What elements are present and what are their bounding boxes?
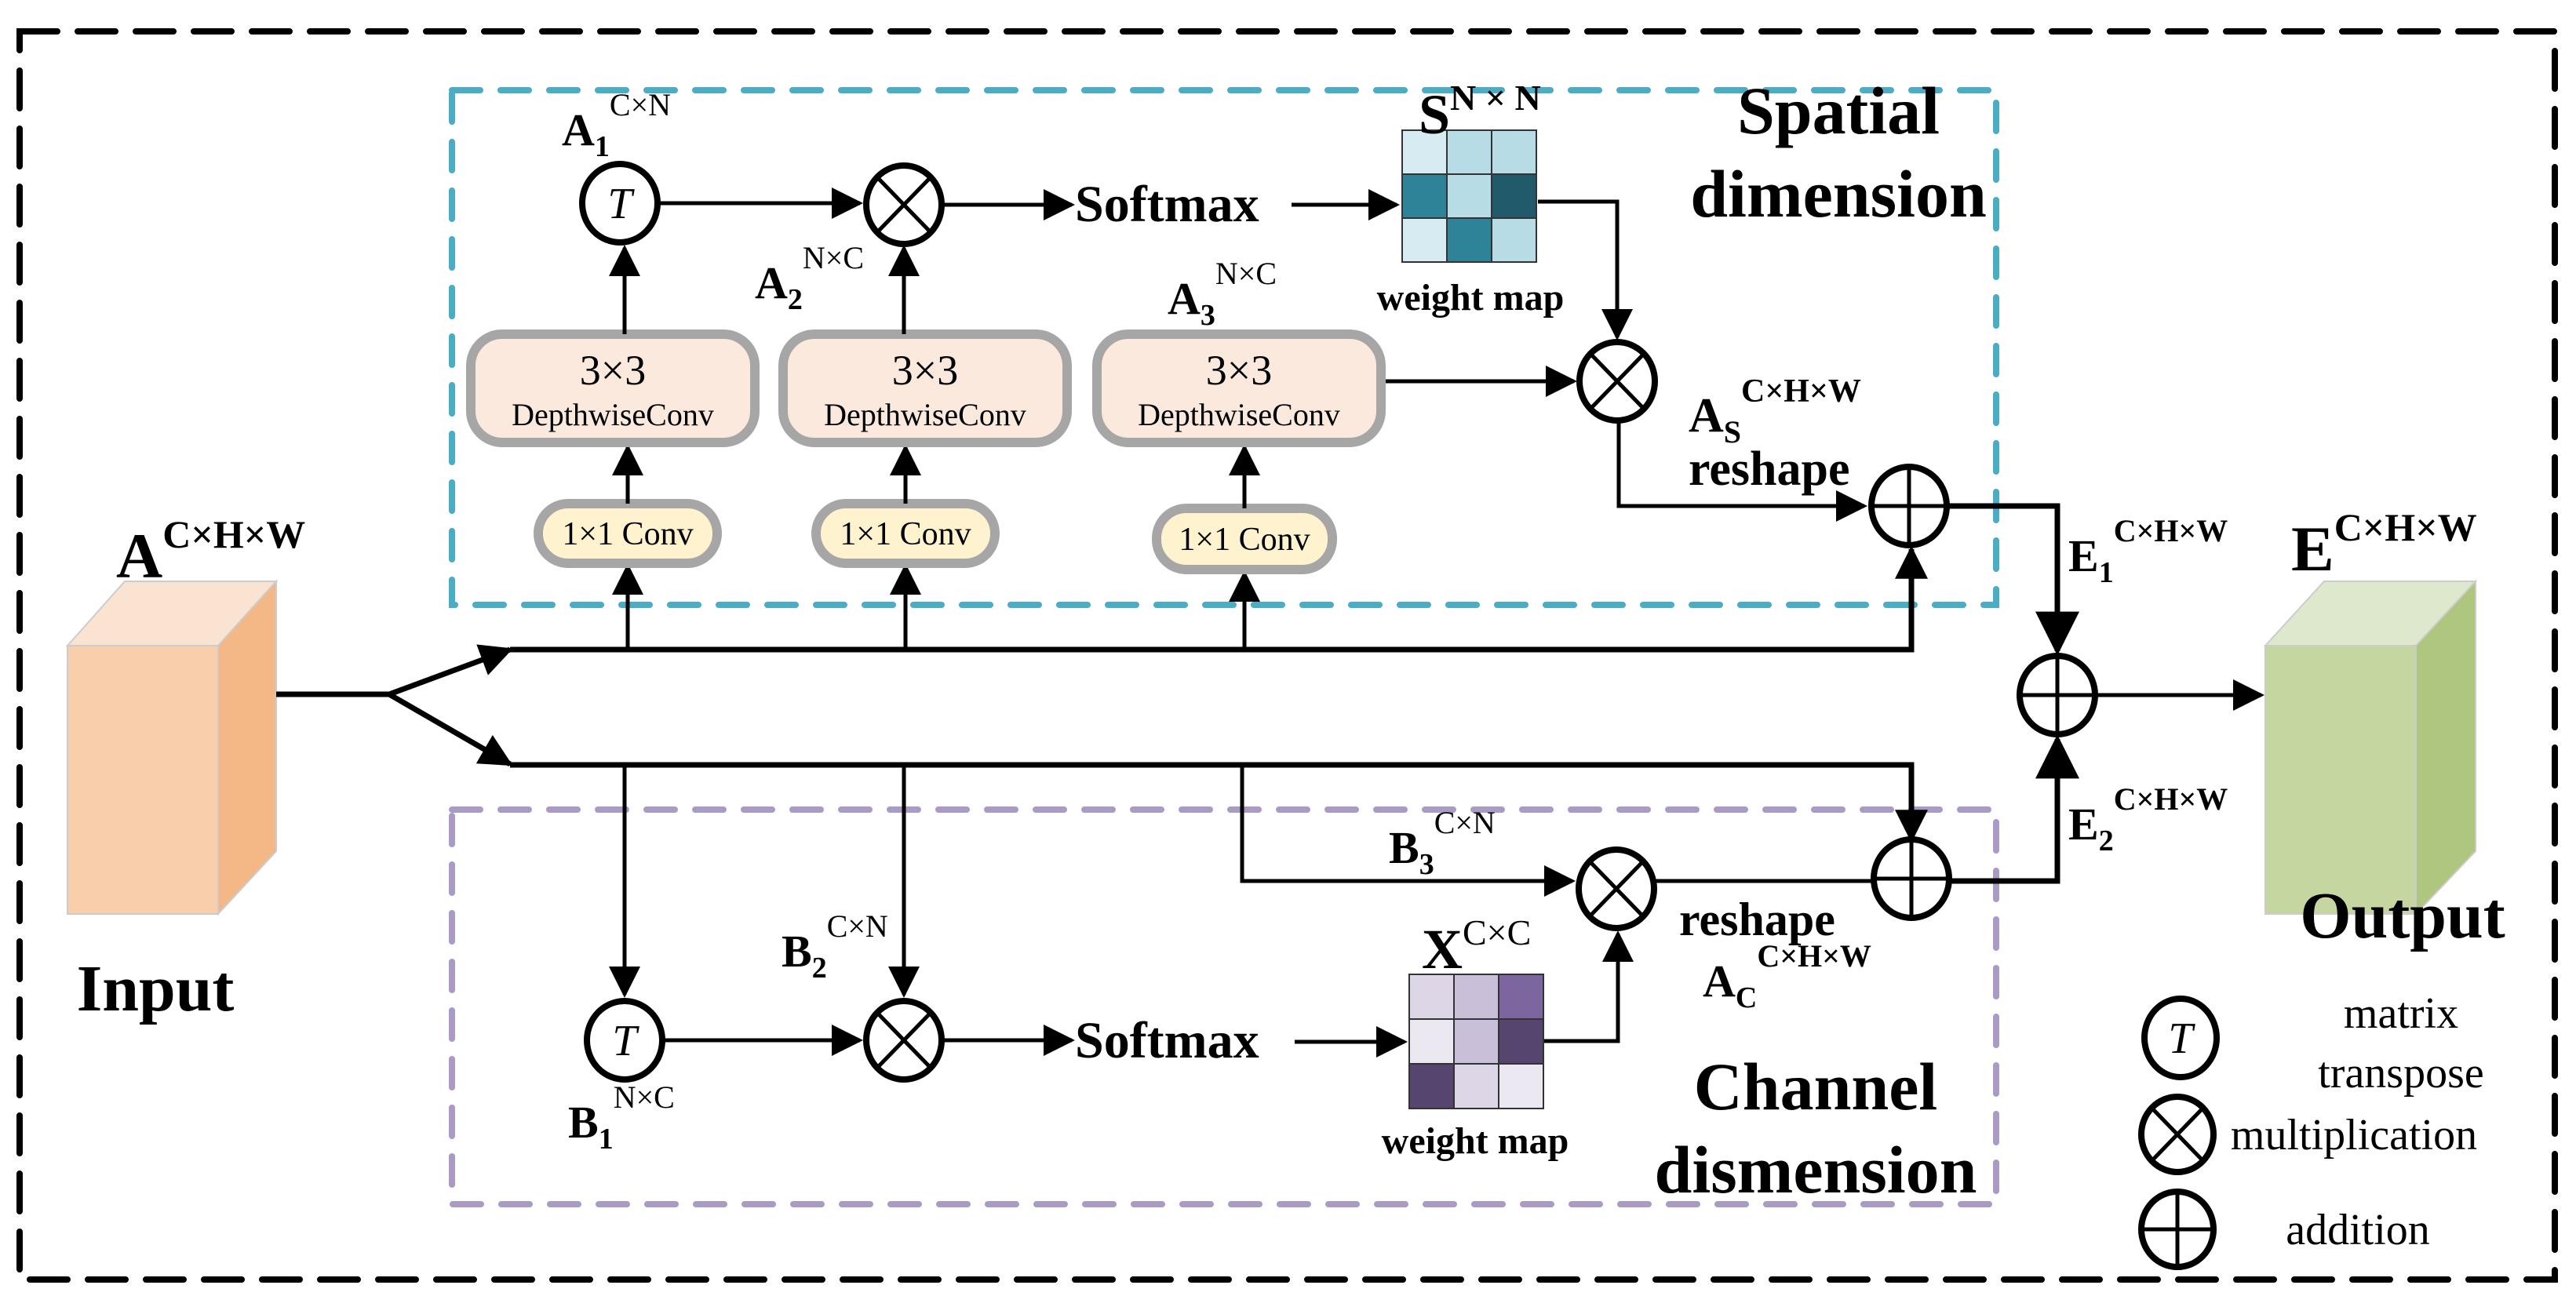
spatial-weight-map-cell-1-0 <box>1401 173 1448 219</box>
output-var-label: EC×H×W <box>2291 505 2477 584</box>
legend-transpose-line2: transpose <box>2318 1049 2484 1098</box>
spatial-dimension-box <box>449 87 1999 608</box>
svg-text:T: T <box>607 180 635 228</box>
split-down-arrow <box>388 691 513 767</box>
legend-multiplication: multiplication <box>2231 1111 2477 1159</box>
legend-transpose-line1: matrix <box>2344 989 2458 1038</box>
as-label: ASC×H×W <box>1689 373 1861 450</box>
channel-mult-op-2 <box>1576 846 1657 931</box>
channel-mult-op-1 <box>863 998 945 1083</box>
spatial-weight-map-cell-2-1 <box>1446 217 1492 263</box>
channel-weight-map-cell-2-2 <box>1498 1063 1544 1109</box>
spatial-weight-map-cell-2-0 <box>1401 217 1448 263</box>
spatial-add-op <box>1868 464 1950 548</box>
e1-label: E1C×H×W <box>2068 513 2228 589</box>
channel-weight-map-label: weight map <box>1382 1120 1569 1162</box>
a3-label: A3N×C <box>1168 256 1277 332</box>
spatial-transpose-op: T <box>579 161 661 246</box>
channel-title-line1: Channel <box>1694 1049 1938 1124</box>
b2-label: B2C×N <box>782 908 888 985</box>
e2-label: E2C×H×W <box>2068 781 2228 857</box>
channel-weight-map-var: XC×C <box>1422 912 1531 981</box>
svg-text:DepthwiseConv: DepthwiseConv <box>824 397 1026 432</box>
spatial-weight-map-cell-0-1 <box>1446 129 1492 175</box>
spatial-weight-map-cell-2-2 <box>1491 217 1537 263</box>
legend-addition: addition <box>2286 1206 2430 1254</box>
legend-addition-icon <box>2138 1189 2217 1270</box>
spatial-add-to-fusion <box>1947 503 2079 656</box>
bus-to-b3 <box>1240 765 1576 897</box>
legend-multiplication-icon <box>2138 1094 2217 1175</box>
input-var-label: AC×H×W <box>116 512 305 592</box>
channel-softmax: Softmax <box>1075 1012 1259 1069</box>
dwconv-3: 3×3 DepthwiseConv <box>1092 329 1386 447</box>
channel-weight-map-cell-0-0 <box>1408 974 1455 1020</box>
dwconv-1: 3×3 DepthwiseConv <box>466 329 760 447</box>
spatial-weight-map-cell-1-2 <box>1491 173 1537 219</box>
output-label: Output <box>2300 879 2505 952</box>
channel-title-line2: dismension <box>1654 1132 1977 1207</box>
svg-text:3×3: 3×3 <box>1206 347 1272 394</box>
mult2-to-add <box>1616 420 1867 522</box>
svg-text:3×3: 3×3 <box>580 347 646 394</box>
channel-weight-map-cell-2-1 <box>1453 1063 1499 1109</box>
channel-weight-map-cell-1-2 <box>1498 1018 1544 1065</box>
b1-label: B1N×C <box>568 1079 675 1156</box>
svg-text:DepthwiseConv: DepthwiseConv <box>1138 397 1340 432</box>
channel-weight-map <box>1408 974 1544 1109</box>
spatial-weight-map <box>1401 129 1537 263</box>
spatial-title-line2: dimension <box>1690 156 1987 231</box>
spatial-softmax: Softmax <box>1075 176 1259 233</box>
svg-text:3×3: 3×3 <box>892 347 958 394</box>
spatial-weight-map-cell-0-2 <box>1491 129 1537 175</box>
spatial-title-line1: Spatial <box>1737 73 1940 148</box>
spatial-weight-map-label: weight map <box>1377 277 1565 319</box>
output-cube <box>2263 579 2478 916</box>
spatial-weight-map-cell-1-1 <box>1446 173 1492 219</box>
outer-border <box>16 28 2558 1283</box>
spatial-bus <box>510 545 1928 653</box>
weightmap-to-channel-mult2 <box>1544 930 1634 1043</box>
channel-weight-map-cell-1-1 <box>1453 1018 1499 1065</box>
ac-label: ACC×H×W <box>1703 938 1871 1014</box>
channel-weight-map-cell-1-0 <box>1408 1018 1455 1065</box>
svg-text:1×1 Conv: 1×1 Conv <box>840 516 971 552</box>
svg-text:1×1 Conv: 1×1 Conv <box>562 516 693 552</box>
channel-transpose-op: T <box>584 998 665 1083</box>
svg-text:T: T <box>612 1017 639 1065</box>
svg-text:T: T <box>2168 1014 2195 1063</box>
conv1x1-1: 1×1 Conv <box>534 499 722 568</box>
channel-weight-map-cell-0-2 <box>1498 974 1544 1020</box>
spatial-mult-op-2 <box>1576 339 1658 424</box>
input-label: Input <box>77 952 235 1025</box>
b3-label: B3C×N <box>1389 805 1496 881</box>
split-up-arrow <box>388 644 513 697</box>
input-cube <box>65 579 279 916</box>
channel-weight-map-cell-0-1 <box>1453 974 1499 1020</box>
weightmap-to-mult2 <box>1538 199 1633 340</box>
channel-add-to-fusion <box>1949 734 2079 884</box>
a1-label: A1C×N <box>562 87 671 163</box>
svg-text:DepthwiseConv: DepthwiseConv <box>512 397 714 432</box>
spatial-mult-op-1 <box>863 162 945 247</box>
dwconv-2: 3×3 DepthwiseConv <box>778 329 1072 447</box>
channel-add-op <box>1871 836 1952 921</box>
legend: T matrix transpose multiplication additi… <box>2138 989 2484 1270</box>
spatial-reshape-label: reshape <box>1689 442 1850 496</box>
conv1x1-2: 1×1 Conv <box>811 499 1000 568</box>
channel-weight-map-cell-2-0 <box>1408 1063 1455 1109</box>
legend-transpose-icon: T <box>2141 996 2220 1080</box>
svg-text:1×1 Conv: 1×1 Conv <box>1179 522 1310 558</box>
conv1x1-3: 1×1 Conv <box>1152 504 1337 574</box>
channel-reshape-label: reshape <box>1679 894 1835 945</box>
channel-bus <box>510 762 1928 843</box>
spatial-weight-map-var: SN × N <box>1419 78 1541 146</box>
fusion-add-op <box>2017 653 2098 737</box>
a2-label: A2N×C <box>755 240 864 316</box>
